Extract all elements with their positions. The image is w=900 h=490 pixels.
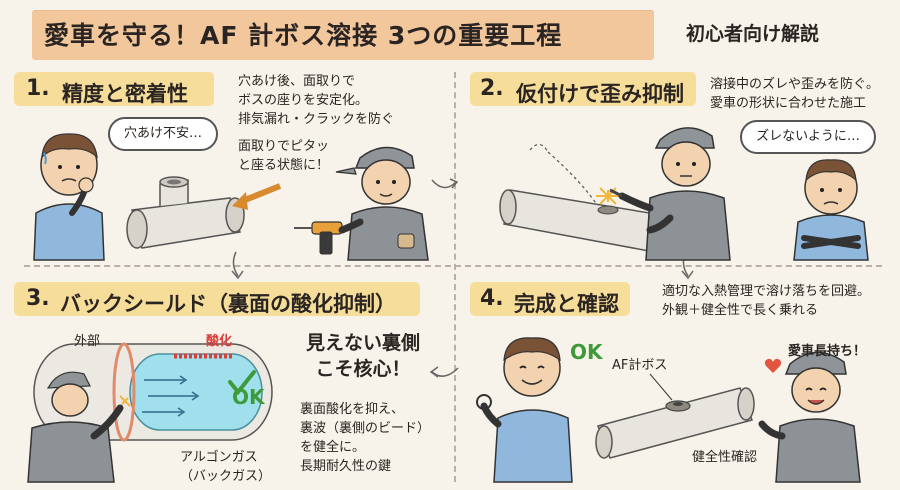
section-1-bubble-text: 穴あけ不安… xyxy=(123,126,202,141)
flow-arrow-4-to-3 xyxy=(429,366,459,378)
section-2-number: 2. xyxy=(480,76,504,101)
welder-worker-illustration xyxy=(609,127,731,261)
flow-arrow-1-to-3 xyxy=(231,251,244,280)
section-4-title: 完成と確認 xyxy=(514,292,619,316)
label-argon-gas-1: アルゴンガス xyxy=(180,450,258,465)
section-2-note-2: 愛車の形状に合わせた施工 xyxy=(710,96,867,111)
label-ok-kid: OK xyxy=(570,340,603,364)
section-1-note-1: 穴あけ後、面取りで xyxy=(238,74,356,89)
section-3-emphasis-1: 見えない裏側 xyxy=(305,332,420,354)
section-3-note-3: を健全に。 xyxy=(300,440,366,455)
section-2-header xyxy=(470,72,696,106)
pipe-tee-illustration xyxy=(126,176,245,249)
section-3-note-1: 裏面酸化を抑え、 xyxy=(300,402,405,417)
label-ok-backside: OK xyxy=(232,385,265,409)
label-oxidation: 酸化 xyxy=(206,334,233,349)
section-1-note-4: 面取りでピタッ xyxy=(238,139,330,154)
pipe-tack-weld-illustration xyxy=(499,143,681,257)
section-1-note-3: 排気漏れ・クラックを防ぐ xyxy=(238,112,395,127)
section-3-emphasis-2: こそ核心！ xyxy=(315,358,411,380)
worker-with-drill-illustration xyxy=(294,146,429,261)
label-soundness-check: 健全性確認 xyxy=(692,450,758,465)
section-4-note-1: 適切な入熱管理で溶け落ちを回避。 xyxy=(662,284,871,299)
happy-kid-ok-illustration xyxy=(476,337,573,483)
section-4-note-2: 外観＋健全性で長く乗れる xyxy=(662,303,819,318)
page-title: 愛車を守る！AF 計ボス溶接 3つの重要工程 xyxy=(44,21,563,50)
section-3-note-4: 長期耐久性の鍵 xyxy=(300,459,392,474)
label-argon-gas-2: （バックガス） xyxy=(180,469,272,484)
heart-icon xyxy=(764,358,782,373)
label-outside: 外部 xyxy=(74,334,101,349)
drill-arrow xyxy=(232,183,282,210)
finished-pipe-boss-illustration xyxy=(595,373,755,459)
section-2-bubble-text: ズレないように… xyxy=(756,129,860,144)
label-af-boss: AF計ボス xyxy=(612,358,668,373)
backshield-cutaway-illustration xyxy=(27,342,273,483)
vertical-divider xyxy=(454,72,456,482)
section-3-note-2: 裏波（裏側のビード） xyxy=(300,421,431,436)
section-1-note-2: ボスの座りを安定化。 xyxy=(238,93,369,108)
concerned-kid-illustration xyxy=(793,159,869,261)
section-1-header xyxy=(14,72,214,106)
section-1-title: 精度と密着性 xyxy=(62,82,188,106)
flow-arrow-1-to-2 xyxy=(431,178,459,189)
section-2-note-1: 溶接中のズレや歪みを防ぐ。 xyxy=(710,77,880,92)
section-2-title: 仮付けで歪み抑制 xyxy=(516,82,684,106)
label-long-life: 愛車長持ち！ xyxy=(788,344,867,359)
section-4-header xyxy=(470,282,630,316)
section-2-thought-bubble: ズレないように… xyxy=(740,120,876,154)
proud-worker-illustration xyxy=(758,351,861,483)
section-3-header xyxy=(14,282,420,316)
page-subtitle: 初心者向け解説 xyxy=(686,23,820,45)
section-3-number: 3. xyxy=(26,286,50,311)
section-1-thought-bubble: 穴あけ不安… xyxy=(108,117,218,151)
section-1-number: 1. xyxy=(26,76,50,101)
section-1-note-5: と座る状態に！ xyxy=(238,158,330,173)
section-4-number: 4. xyxy=(480,286,504,311)
horizontal-divider xyxy=(24,265,882,267)
title-band xyxy=(32,10,654,60)
worried-boy-illustration xyxy=(33,133,105,261)
section-3-title: バックシールド（裏面の酸化抑制） xyxy=(60,292,396,316)
